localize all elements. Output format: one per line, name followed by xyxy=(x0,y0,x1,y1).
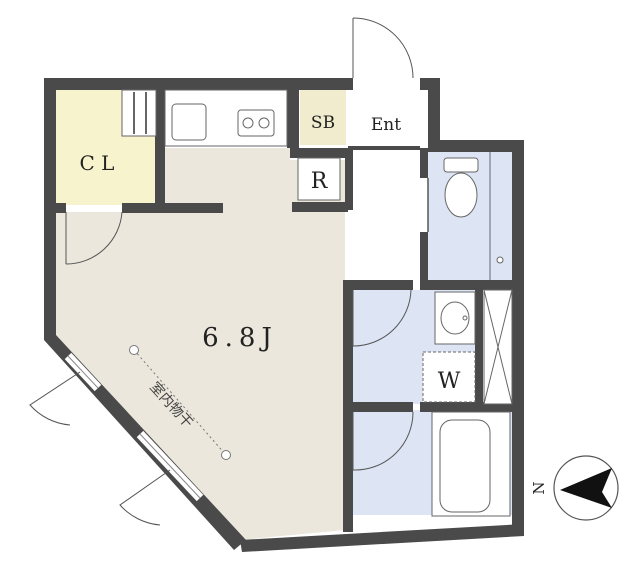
storage-cabinet xyxy=(483,289,513,405)
entrance-label: Ent xyxy=(371,115,401,135)
diagonal-wall xyxy=(44,335,246,550)
washer-label: W xyxy=(438,369,461,394)
refrigerator-box xyxy=(297,157,341,201)
shoe-box-label: SB xyxy=(311,113,335,133)
stove-icon xyxy=(237,109,275,137)
main-room-floor xyxy=(55,148,345,540)
drying-line xyxy=(129,345,231,460)
entrance-floor xyxy=(348,90,420,148)
main-room-label: 6.8J xyxy=(202,323,278,353)
compass: N xyxy=(530,455,619,521)
closet-shelves xyxy=(121,89,157,137)
walls xyxy=(44,78,524,552)
washer-box xyxy=(422,351,476,403)
shoe-box-floor xyxy=(300,90,346,145)
compass-needle-icon xyxy=(560,468,612,508)
kitchen-counter xyxy=(164,89,288,147)
refrigerator-label: R xyxy=(311,169,329,194)
compass-label: N xyxy=(530,481,548,494)
closet-label: C L xyxy=(80,151,115,175)
sink-icon xyxy=(171,103,207,141)
corridor-floor xyxy=(352,152,420,284)
vanity-icon xyxy=(434,291,476,345)
toilet-icon xyxy=(443,152,504,280)
doors xyxy=(29,17,429,526)
bathtub-icon xyxy=(431,411,511,517)
